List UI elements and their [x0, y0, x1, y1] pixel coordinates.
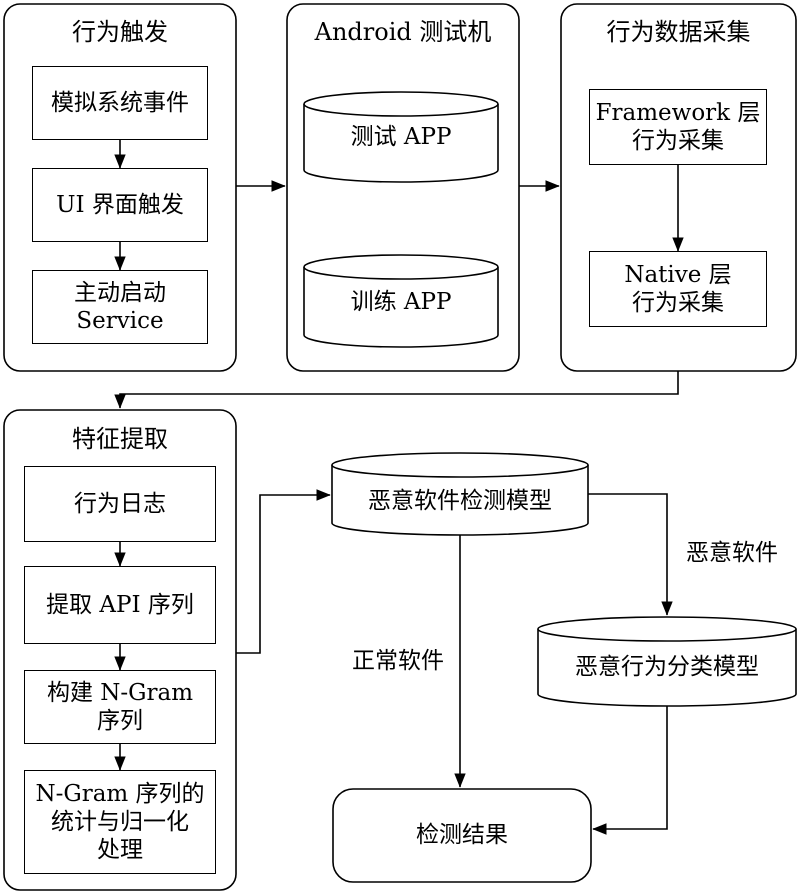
- step-line: 构建 N-Gram: [46, 680, 194, 706]
- step-line: Service: [76, 308, 164, 334]
- result-label: 检测结果: [416, 822, 508, 848]
- edge-label-normal: 正常软件: [352, 648, 444, 674]
- model-label-malicious-behavior: 恶意行为分类模型: [575, 654, 759, 680]
- arrow-collection-to-feature: [114, 371, 679, 409]
- step-native-collection: Native 层 行为采集: [589, 251, 767, 327]
- step-line: Framework 层: [595, 100, 761, 126]
- group-title-feature-extraction: 特征提取: [72, 425, 168, 453]
- app-label-training: 训练 APP: [350, 289, 452, 315]
- cylinder-test-app: [303, 91, 499, 183]
- app-label-test: 测试 APP: [350, 124, 452, 150]
- model-label-malware-detection: 恶意软件检测模型: [368, 488, 552, 514]
- group-behavior-trigger: [3, 3, 237, 372]
- step-line: 主动启动: [74, 280, 166, 306]
- step-line: 提取 API 序列: [46, 592, 194, 618]
- cylinder-training-app: [303, 254, 499, 348]
- step-line: Native 层: [624, 262, 732, 288]
- step-line: 行为日志: [74, 491, 166, 517]
- step-behavior-log: 行为日志: [24, 466, 216, 542]
- step-line: 模拟系统事件: [51, 90, 189, 116]
- group-android-device: [286, 3, 520, 372]
- arrow-feature-to-detection: [236, 489, 331, 654]
- step-simulate-system-events: 模拟系统事件: [32, 66, 208, 140]
- step-line: 处理: [97, 837, 143, 863]
- step-line: 行为采集: [632, 128, 724, 154]
- group-feature-extraction: [3, 409, 237, 891]
- step-line: 行为采集: [632, 290, 724, 316]
- step-line: 统计与归一化: [51, 809, 189, 835]
- step-line: N-Gram 序列的: [35, 781, 205, 807]
- step-framework-collection: Framework 层 行为采集: [589, 89, 767, 165]
- cylinder-malware-detection-model: [331, 452, 589, 536]
- step-extract-api-sequence: 提取 API 序列: [24, 566, 216, 644]
- cylinder-malicious-behavior-model: [537, 616, 797, 707]
- result-box: [332, 788, 592, 883]
- step-build-ngram: 构建 N-Gram 序列: [24, 670, 216, 744]
- step-line: UI 界面触发: [56, 192, 184, 218]
- arrow-detection-to-classification: [588, 493, 673, 616]
- step-ui-trigger: UI 界面触发: [32, 168, 208, 242]
- group-title-data-collection: 行为数据采集: [606, 18, 751, 46]
- group-title-behavior-trigger: 行为触发: [72, 18, 168, 46]
- edge-label-malicious: 恶意软件: [686, 540, 778, 566]
- step-ngram-normalization: N-Gram 序列的 统计与归一化 处理: [24, 770, 216, 874]
- step-line: 序列: [97, 708, 143, 734]
- group-title-android-device: Android 测试机: [314, 18, 492, 46]
- step-start-service: 主动启动 Service: [32, 270, 208, 344]
- arrow-classification-to-result: [592, 706, 668, 835]
